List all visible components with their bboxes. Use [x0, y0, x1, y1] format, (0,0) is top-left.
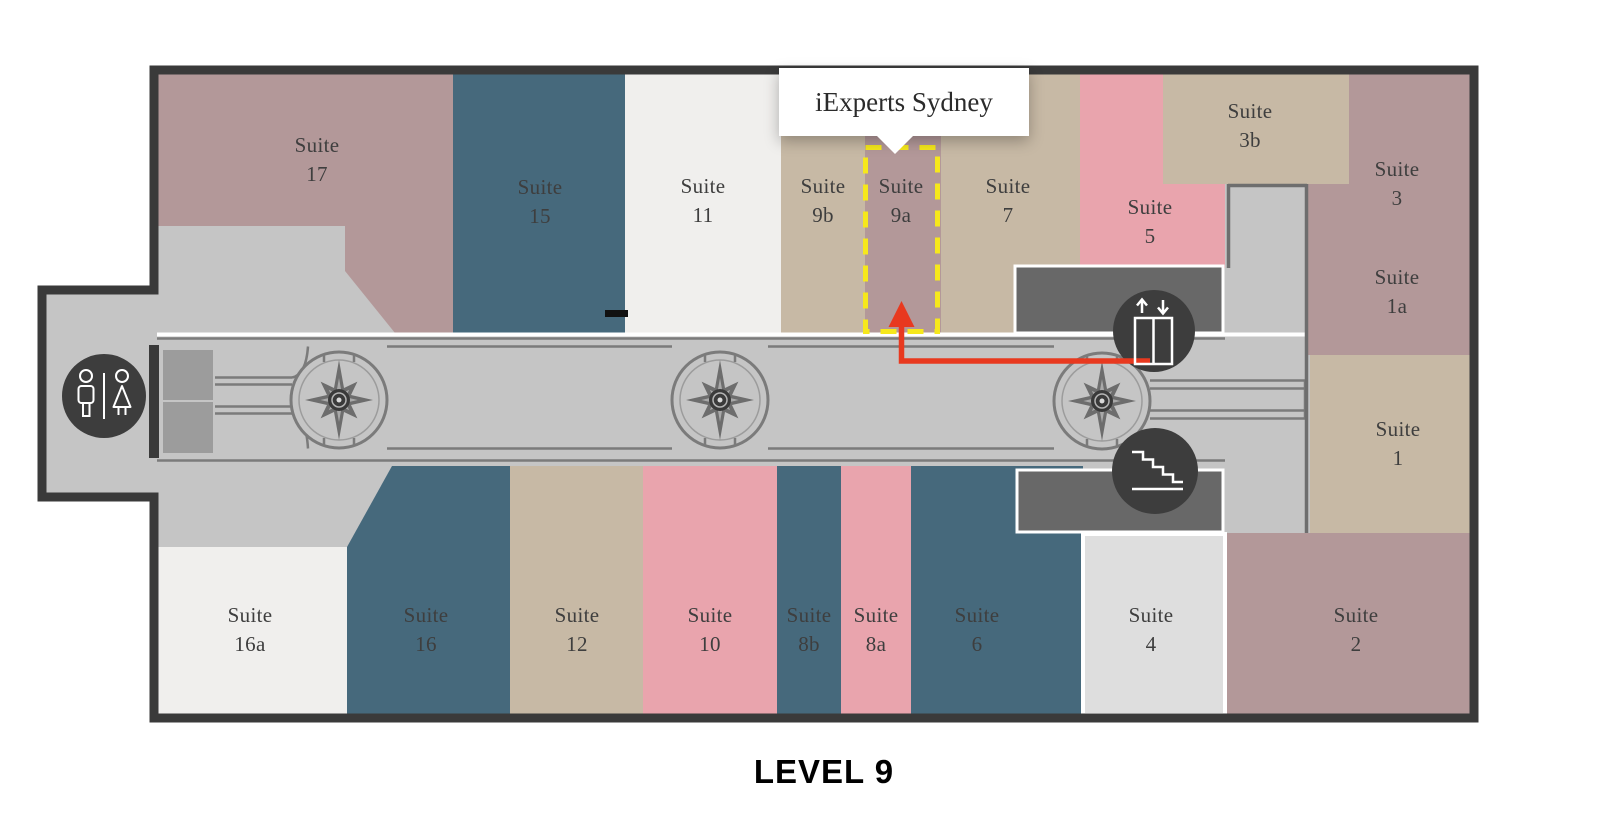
- suite-16a-region[interactable]: [157, 547, 347, 717]
- vertical-corridor-edges: [1226, 183, 1309, 533]
- suite-16-region[interactable]: [347, 466, 510, 717]
- door-marker: [605, 310, 628, 317]
- suite-11-region[interactable]: [625, 70, 781, 333]
- medallion-middle: [670, 350, 770, 450]
- suite-15-region[interactable]: [453, 70, 625, 333]
- suite-17-region[interactable]: [154, 70, 453, 333]
- level-title: LEVEL 9: [753, 753, 895, 790]
- store-callout[interactable]: iExperts Sydney: [779, 68, 1029, 154]
- suite-5-region[interactable]: [1080, 70, 1225, 268]
- annex-wall-stub: [149, 345, 159, 458]
- suite-4-region[interactable]: [1081, 532, 1227, 717]
- lobby-fixture-bottom: [163, 402, 213, 453]
- suite-1-region[interactable]: [1310, 355, 1470, 533]
- suite-12-region[interactable]: [510, 466, 643, 717]
- stairs-icon[interactable]: [1112, 428, 1198, 514]
- suite-3b-region[interactable]: [1163, 70, 1349, 184]
- route-path: [888, 301, 1150, 364]
- outer-wall: [37, 65, 1479, 723]
- stairs-glyph: [1132, 450, 1183, 491]
- lobby-fixture-top: [163, 350, 213, 400]
- medallion-left: [289, 350, 389, 450]
- restroom-glyph: [77, 369, 132, 419]
- route-arrowhead: [888, 301, 915, 327]
- suite-10-region[interactable]: [643, 466, 777, 717]
- elevator-glyph: [1133, 297, 1174, 366]
- suite-8a-region[interactable]: [841, 466, 911, 717]
- store-callout-text: iExperts Sydney: [815, 86, 993, 117]
- suite-3-1a-region[interactable]: [1308, 70, 1470, 355]
- suite-8b-region[interactable]: [777, 466, 841, 717]
- suite-2-region[interactable]: [1227, 533, 1470, 717]
